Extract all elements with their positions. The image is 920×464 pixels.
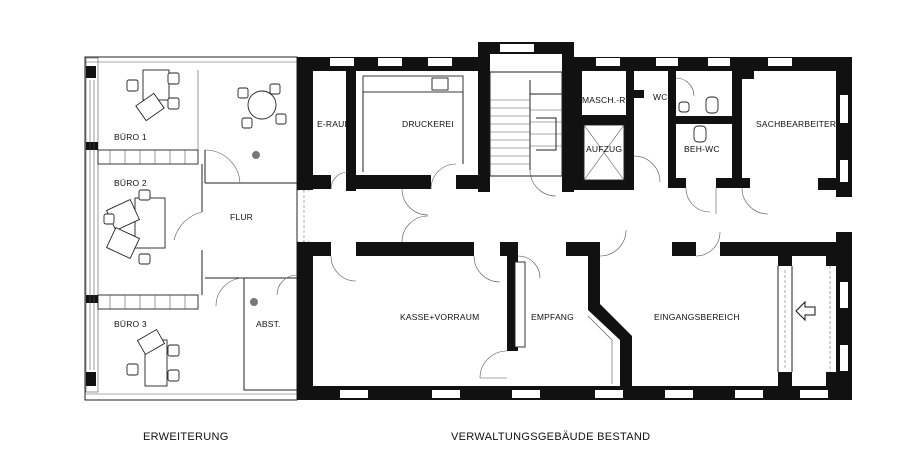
room-label-sachbearbeiter: SACHBEARBEITER: [756, 119, 836, 129]
room-label-eingangsbereich: EINGANGSBEREICH: [654, 312, 740, 322]
room-label-flur: FLUR: [230, 212, 253, 222]
connecting-passage: [297, 189, 312, 243]
caption-bestand: VERWALTUNGSGEBÄUDE BESTAND: [451, 431, 650, 443]
existing-building-walls: [297, 42, 852, 400]
room-label-empfang: EMPFANG: [531, 312, 574, 322]
room-label-druckerei: DRUCKEREI: [402, 119, 454, 129]
room-label-buero-3: BÜRO 3: [114, 319, 147, 329]
room-label-masch-raum: MASCH.-R.: [582, 95, 628, 105]
room-label-buero-1: BÜRO 1: [114, 132, 147, 142]
room-label-buero-2: BÜRO 2: [114, 178, 147, 188]
arrow-left-icon: [795, 300, 816, 322]
extension-wing: [84, 56, 298, 401]
room-label-abst: ABST.: [256, 319, 281, 329]
room-label-e-raum: E-RAUM: [317, 119, 352, 129]
room-label-aufzug: AUFZUG: [586, 144, 622, 154]
room-label-wc: WC: [653, 92, 668, 102]
caption-erweiterung: ERWEITERUNG: [143, 431, 229, 443]
room-label-kasse-vorraum: KASSE+VORRAUM: [400, 312, 479, 322]
room-label-beh-wc: BEH-WC: [684, 144, 720, 154]
